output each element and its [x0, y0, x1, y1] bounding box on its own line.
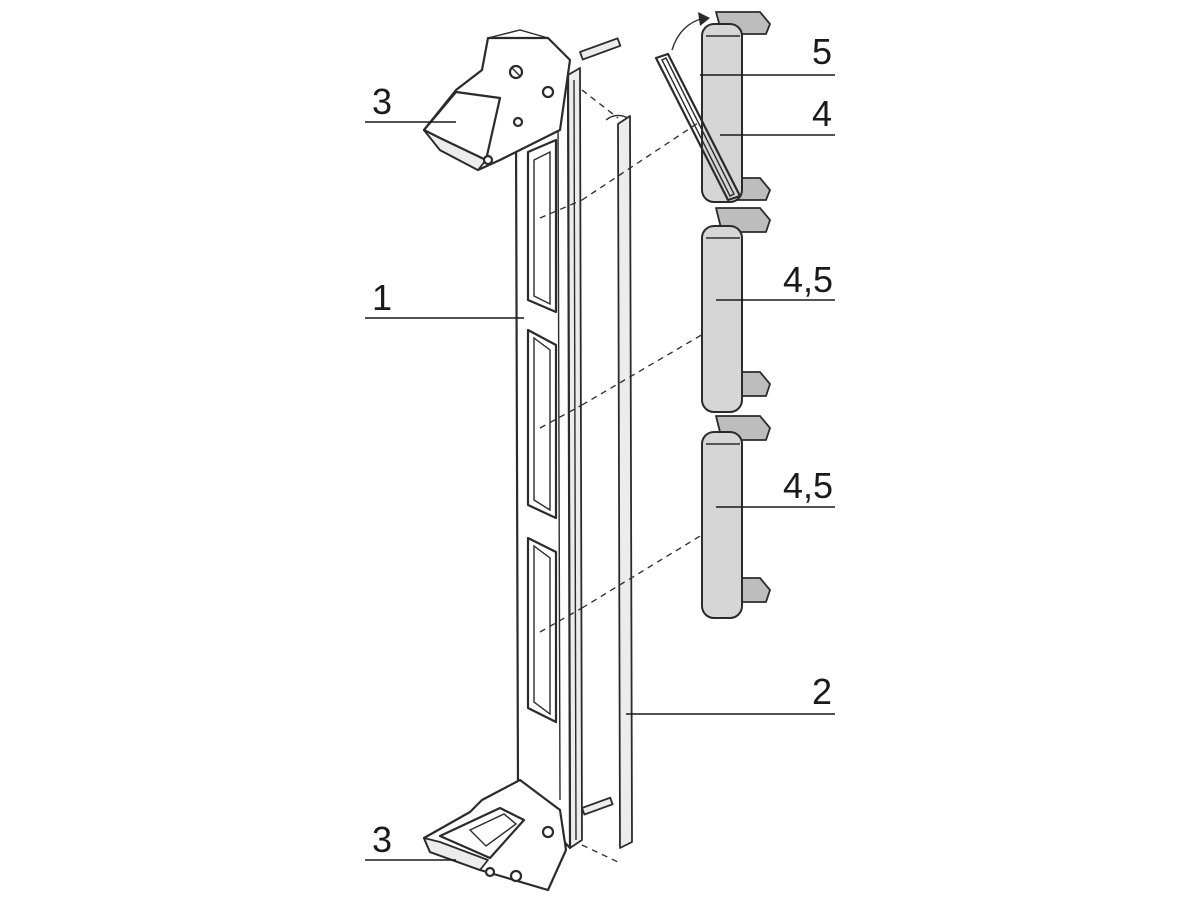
- panel-window-3: [526, 536, 558, 724]
- top-handle-grip: [422, 90, 502, 162]
- bottom-handle: [422, 778, 568, 892]
- bottom-handle-grip: [438, 806, 526, 860]
- holder-mid-body: [701, 225, 743, 413]
- panel-window-1-inner: [533, 150, 551, 306]
- holder-top-window: [654, 52, 742, 202]
- align-line-1: [581, 114, 711, 201]
- align-line-2b: [539, 404, 583, 429]
- align-line-3b: [539, 607, 583, 633]
- label-holder-middle: [701, 207, 771, 413]
- panel-window-2: [526, 328, 558, 520]
- top-handle-screw-slot: [511, 67, 521, 77]
- bottom-handle-recess: [468, 813, 518, 847]
- top-handle-head: [487, 29, 549, 39]
- holder-bot-body: [701, 431, 743, 619]
- bottom-handle-rivet: [484, 866, 496, 878]
- top-handle: [422, 29, 572, 172]
- panel-window-1: [526, 138, 558, 314]
- holder-top-body: [701, 23, 743, 203]
- front-panel: [514, 37, 622, 850]
- label-holder-bottom: [701, 415, 771, 619]
- alignment-lines: [539, 89, 711, 863]
- panel-inner-rail: [557, 119, 561, 801]
- callout-labels: 3 1 3 5 4 4,5 4,5 2: [372, 31, 833, 860]
- callout-4-5-b: 4,5: [783, 465, 833, 506]
- top-handle-rivet: [512, 116, 524, 128]
- callout-1: 1: [372, 277, 392, 318]
- callout-5: 5: [812, 31, 832, 72]
- top-handle-pivot: [541, 85, 555, 99]
- bottom-handle-pivot: [541, 825, 555, 839]
- align-line-3: [581, 529, 711, 609]
- callout-4-5-a: 4,5: [783, 259, 833, 300]
- rotation-arrow-head: [698, 12, 710, 26]
- align-line-2: [581, 329, 711, 406]
- align-line-top: [581, 89, 619, 119]
- panel-edge-line: [573, 79, 577, 841]
- bottom-handle-screw: [509, 869, 523, 883]
- align-line-1b: [539, 199, 583, 219]
- panel-window-3-inner: [533, 544, 551, 716]
- callout-4: 4: [812, 93, 832, 134]
- gasket-strip-top-curl: [605, 114, 629, 121]
- callout-2: 2: [812, 671, 832, 712]
- top-handle-rivet-2: [482, 154, 494, 166]
- rotation-arrow: [671, 17, 705, 51]
- gasket-strip: [605, 114, 633, 849]
- bottom-handle-grip-edge: [423, 837, 489, 871]
- leader-lines: [365, 74, 835, 861]
- top-pin: [579, 37, 622, 61]
- panel-window-2-inner: [533, 336, 551, 512]
- holder-top-window-inner: [661, 57, 735, 197]
- align-line-bottom: [581, 844, 619, 863]
- callout-3-bottom: 3: [372, 819, 392, 860]
- callout-3-top: 3: [372, 81, 392, 122]
- gasket-strip-body: [617, 115, 633, 849]
- label-holder-top: [654, 11, 771, 203]
- bottom-pin: [581, 796, 614, 816]
